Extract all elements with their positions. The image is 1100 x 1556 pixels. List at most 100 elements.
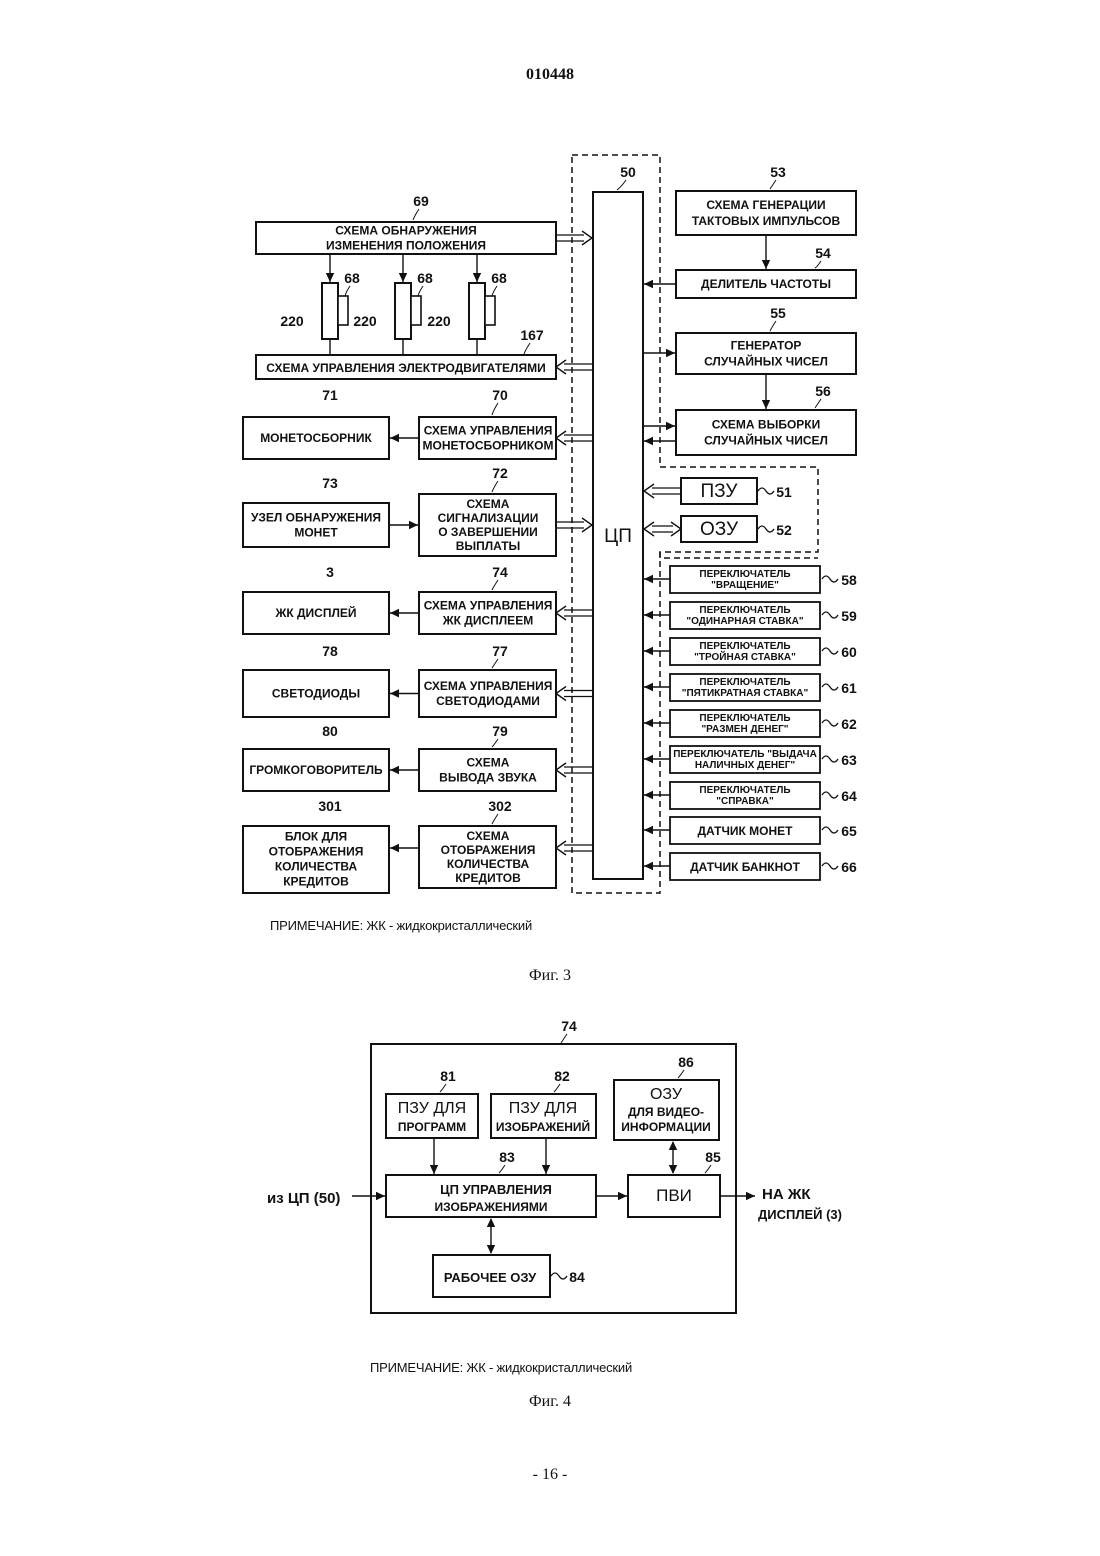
bus-led-control-circuit-head xyxy=(556,687,566,701)
switch-59-text-line-1: ПЕРЕКЛЮЧАТЕЛЬ xyxy=(699,605,790,616)
switch-65-arrow-head xyxy=(644,826,653,834)
clock-generator-text-line-1: СХЕМА ГЕНЕРАЦИИ xyxy=(706,198,825,212)
ram-label: ОЗУ xyxy=(700,519,739,540)
lcd-display-arrow-head xyxy=(390,609,399,617)
image-cpu-ref: 83 xyxy=(499,1149,515,1165)
coin-detector-ref: 73 xyxy=(322,475,338,491)
switch-62-ref: 62 xyxy=(841,716,857,732)
cpu-label: ЦП xyxy=(604,526,632,547)
reel-1-sensor xyxy=(338,296,348,325)
speaker-ref: 80 xyxy=(322,723,338,739)
led-control-circuit-ref: 77 xyxy=(492,643,508,659)
bus-cpu-to-167-head xyxy=(556,360,566,374)
switch-63-text-line-1: ПЕРЕКЛЮЧАТЕЛЬ "ВЫДАЧА xyxy=(673,749,817,760)
coin-detector-arrow-head xyxy=(409,521,418,529)
payout-complete-signal-ref-leader xyxy=(492,481,498,492)
ram-leader xyxy=(758,526,774,532)
bus-sound-output-circuit-head xyxy=(556,763,566,777)
led-control-circuit-text-line-2: СВЕТОДИОДАМИ xyxy=(436,694,540,708)
reel-1-sensor-ref: 68 xyxy=(344,270,360,286)
switch-58-text-line-1: ПЕРЕКЛЮЧАТЕЛЬ xyxy=(699,569,790,580)
fig4-input-label: из ЦП (50) xyxy=(267,1190,340,1207)
clock-to-divider-head xyxy=(762,260,770,269)
image-cpu-line-2: ИЗОБРАЖЕНИЯМИ xyxy=(435,1200,548,1214)
reel-2-ref: 220 xyxy=(353,313,377,329)
figure-3-caption: Фиг. 3 xyxy=(0,967,1100,985)
credit-display-circuit-text-line-4: КРЕДИТОВ xyxy=(455,871,521,885)
rom-leader xyxy=(758,488,774,494)
led-control-circuit-ref-leader xyxy=(492,659,498,668)
payout-complete-signal-text-line-4: ВЫПЛАТЫ xyxy=(456,539,521,553)
coin-detector-text-line-1: УЗЕЛ ОБНАРУЖЕНИЯ xyxy=(251,511,381,525)
switch-64-ref: 64 xyxy=(841,788,857,804)
motor-control-circuit-ref-leader xyxy=(524,343,530,354)
switch-62-arrow-head xyxy=(644,719,653,727)
cpu-to-sampler-head xyxy=(666,422,675,430)
reel-2-sensor-ref-leader xyxy=(418,286,423,296)
switch-58-ref: 58 xyxy=(841,572,857,588)
generator-to-sampler-head xyxy=(762,400,770,409)
program-rom-line-1: ПЗУ ДЛЯ xyxy=(398,1100,466,1117)
led-control-circuit-text-line-1: СХЕМА УПРАВЛЕНИЯ xyxy=(424,679,553,693)
credit-display-unit-text-line-1: БЛОК ДЛЯ xyxy=(285,830,347,844)
reel-1-sensor-ref-leader xyxy=(345,286,350,296)
random-generator-text-line-1: ГЕНЕРАТОР xyxy=(731,339,802,353)
switch-64-text-line-2: "СПРАВКА" xyxy=(716,796,774,807)
credit-display-unit-text-line-2: ОТОБРАЖЕНИЯ xyxy=(269,845,364,859)
lcd-control-circuit-text-line-2: ЖК ДИСПЛЕЕМ xyxy=(442,614,533,628)
credit-display-circuit-ref-leader xyxy=(492,814,498,824)
pvi-label: ПВИ xyxy=(656,1186,692,1205)
bus-ram-cpu-head-right xyxy=(671,522,681,536)
switch-63-ref: 63 xyxy=(841,752,857,768)
bus-ram-cpu-head-left xyxy=(644,522,654,536)
switch-60-text-line-2: "ТРОЙНАЯ СТАВКА" xyxy=(694,650,796,663)
switch-62-text-line-2: "РАЗМЕН ДЕНЕГ" xyxy=(701,724,788,735)
position-change-detector-text-line-1: СХЕМА ОБНАРУЖЕНИЯ xyxy=(335,224,477,238)
rom-label: ПЗУ xyxy=(701,481,739,502)
hopper-control-circuit-ref-leader xyxy=(492,403,498,415)
random-sampler-ref-leader xyxy=(815,399,821,408)
reel-3-sensor-ref-leader xyxy=(492,286,497,296)
speaker-text-line-1: ГРОМКОГОВОРИТЕЛЬ xyxy=(249,763,383,777)
switch-59-ref: 59 xyxy=(841,608,857,624)
speaker-arrow-head xyxy=(390,766,399,774)
bus-rom-to-cpu-head xyxy=(644,484,654,498)
random-sampler-text-line-2: СЛУЧАЙНЫХ ЧИСЕЛ xyxy=(704,433,828,448)
program-rom-ref: 81 xyxy=(440,1068,456,1084)
credit-display-unit-ref: 301 xyxy=(318,798,342,814)
position-change-detector-text-line-2: ИЗМЕНЕНИЯ ПОЛОЖЕНИЯ xyxy=(326,239,486,253)
reel-2-from-69-head xyxy=(399,273,407,282)
reel-1-block xyxy=(322,283,338,339)
switch-63-arrow-head xyxy=(644,755,653,763)
random-generator-ref-leader xyxy=(770,321,776,331)
switch-59-arrow-head xyxy=(644,611,653,619)
reel-3-sensor xyxy=(485,296,495,325)
lcd-display-text-line-1: ЖК ДИСПЛЕЙ xyxy=(274,605,356,620)
divider-to-cpu-head xyxy=(644,280,653,288)
switch-65-leader xyxy=(822,827,838,833)
sound-output-circuit-ref: 79 xyxy=(492,723,508,739)
image-rom-ref: 82 xyxy=(554,1068,570,1084)
output-to-lcd-arrow-head xyxy=(746,1192,755,1200)
clock-generator-ref: 53 xyxy=(770,164,786,180)
switch-58-arrow-head xyxy=(644,575,653,583)
cpu-ref: 50 xyxy=(620,164,636,180)
program-rom-line-2: ПРОГРАММ xyxy=(398,1120,466,1134)
bus-cpu-to-302-head xyxy=(556,841,566,855)
lcd-display-ref: 3 xyxy=(326,564,334,580)
bus-hopper-control-circuit-head xyxy=(556,431,566,445)
clock-generator-ref-leader xyxy=(770,180,776,189)
frequency-divider-ref: 54 xyxy=(815,245,831,261)
switch-65-text: ДАТЧИК МОНЕТ xyxy=(698,824,794,838)
switch-60-ref: 60 xyxy=(841,644,857,660)
reel-3-from-69-head xyxy=(473,273,481,282)
hopper-arrow-head xyxy=(390,434,399,442)
credit-display-circuit-ref: 302 xyxy=(488,798,512,814)
switch-62-text-line-1: ПЕРЕКЛЮЧАТЕЛЬ xyxy=(699,713,790,724)
payout-complete-signal-text-line-2: СИГНАЛИЗАЦИИ xyxy=(438,511,539,525)
fig4-container-ref: 74 xyxy=(561,1018,577,1034)
reel-3-ref: 220 xyxy=(427,313,451,329)
hopper-control-circuit-text-line-1: СХЕМА УПРАВЛЕНИЯ xyxy=(424,424,553,438)
switch-61-ref: 61 xyxy=(841,680,857,696)
cpu-to-generator-head xyxy=(666,349,675,357)
